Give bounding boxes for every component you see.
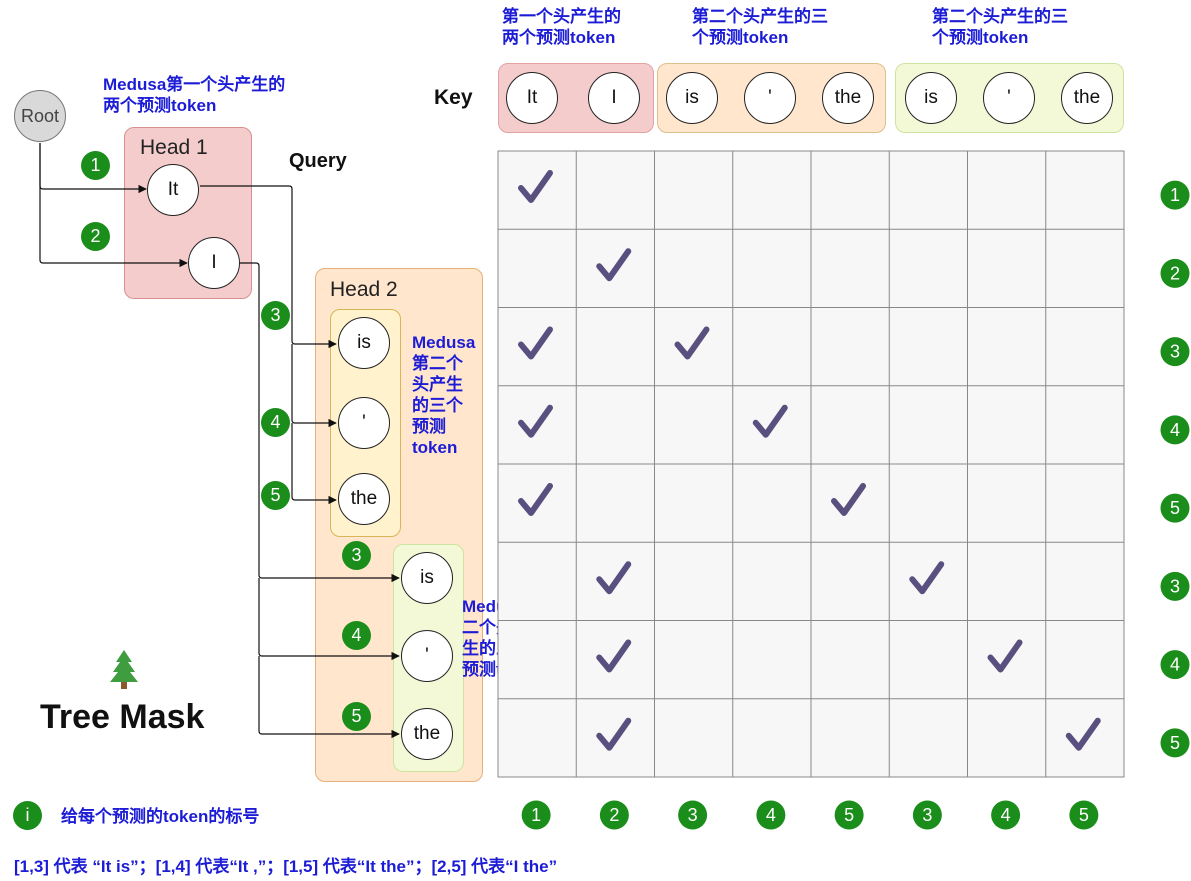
row-badge: 3: [1160, 337, 1190, 367]
svg-text:1: 1: [1170, 185, 1180, 205]
col-badge: 3: [678, 800, 708, 830]
row-badge: 2: [1160, 258, 1190, 288]
col-badge: 5: [1069, 800, 1099, 830]
head1-note: Medusa第一个头产生的 两个预测token: [103, 75, 286, 115]
check-mark-icon: [596, 717, 632, 751]
svg-text:3: 3: [922, 805, 932, 825]
head2b-output-label: 第二个头产生的三 个预测token: [932, 7, 1068, 47]
svg-text:2: 2: [609, 805, 619, 825]
head1-box: [124, 127, 252, 299]
head1-token-2: I: [188, 237, 240, 289]
check-mark-icon: [596, 561, 632, 595]
svg-text:4: 4: [1170, 655, 1180, 675]
query-label: Query: [289, 150, 347, 172]
key-token-3: is: [666, 72, 718, 124]
root-node: Root: [14, 90, 66, 142]
check-mark-icon: [909, 561, 945, 595]
check-mark-icon: [596, 248, 632, 282]
head2a-output-label: 第二个头产生的三 个预测token: [692, 7, 828, 47]
tree-badge-6: 3: [342, 541, 371, 570]
head2b-token-2: ': [401, 630, 453, 682]
tree-badge-4: 4: [261, 408, 290, 437]
svg-text:3: 3: [1170, 576, 1180, 596]
key-token-2: I: [588, 72, 640, 124]
key-token-8: the: [1061, 72, 1113, 124]
check-mark-icon: [518, 404, 553, 438]
tree-badge-3: 3: [261, 301, 290, 330]
footer-note: [1,3] 代表 “It is”；[1,4] 代表“It ,”；[1,5] 代表…: [14, 857, 558, 876]
svg-text:3: 3: [688, 805, 698, 825]
key-token-4: ': [744, 72, 796, 124]
svg-text:4: 4: [766, 805, 776, 825]
col-badge: 2: [599, 800, 629, 830]
col-badge: 4: [756, 800, 786, 830]
svg-text:4: 4: [1001, 805, 1011, 825]
row-badge: 5: [1160, 728, 1190, 758]
tree-badge-7: 4: [342, 621, 371, 650]
head2b-token-3: the: [401, 708, 453, 760]
key-token-7: ': [983, 72, 1035, 124]
row-badge: 4: [1160, 415, 1190, 445]
check-mark-icon: [987, 639, 1023, 673]
svg-text:5: 5: [1170, 733, 1180, 753]
key-token-1: It: [506, 72, 558, 124]
svg-text:4: 4: [1170, 420, 1180, 440]
head2-title: Head 2: [330, 278, 398, 301]
key-token-5: the: [822, 72, 874, 124]
row-badge: 5: [1160, 493, 1190, 523]
head1-title: Head 1: [140, 136, 208, 159]
diagram-title: Tree Mask: [40, 698, 205, 736]
tree-icon: [110, 650, 138, 689]
svg-text:1: 1: [531, 805, 541, 825]
col-badge: 4: [991, 800, 1021, 830]
legend-badge: i: [13, 801, 42, 830]
head2a-token-1: is: [338, 317, 390, 369]
tree-badge-5: 5: [261, 481, 290, 510]
tree-badge-8: 5: [342, 702, 371, 731]
svg-text:5: 5: [1170, 498, 1180, 518]
key-label: Key: [434, 86, 473, 109]
head2b-token-1: is: [401, 552, 453, 604]
check-mark-icon: [518, 483, 553, 516]
check-mark-icon: [674, 326, 710, 360]
head2a-token-2: ': [338, 397, 390, 449]
svg-text:5: 5: [1079, 805, 1089, 825]
col-badge: 1: [521, 800, 551, 830]
head1-token-1: It: [147, 164, 199, 216]
head2a-token-3: the: [338, 473, 390, 525]
row-badge: 3: [1160, 571, 1190, 601]
check-mark-icon: [1065, 717, 1101, 751]
check-mark-icon: [518, 326, 553, 360]
check-mark-icon: [831, 483, 866, 516]
tree-badge-2: 2: [81, 222, 110, 251]
head2a-note: Medusa 第二个 头产生 的三个 预测 token: [412, 333, 476, 457]
tree-badge-1: 1: [81, 151, 110, 180]
key-token-6: is: [905, 72, 957, 124]
col-badge: 3: [912, 800, 942, 830]
check-mark-icon: [752, 404, 788, 438]
svg-text:2: 2: [1170, 263, 1180, 283]
svg-text:5: 5: [844, 805, 854, 825]
legend-text: 给每个预测的token的标号: [61, 807, 260, 826]
col-badge: 5: [834, 800, 864, 830]
check-mark-icon: [518, 170, 553, 203]
head1-output-label: 第一个头产生的 两个预测token: [502, 7, 621, 47]
row-badge: 4: [1160, 650, 1190, 680]
check-mark-icon: [596, 639, 632, 673]
svg-text:3: 3: [1170, 342, 1180, 362]
row-badge: 1: [1160, 180, 1190, 210]
